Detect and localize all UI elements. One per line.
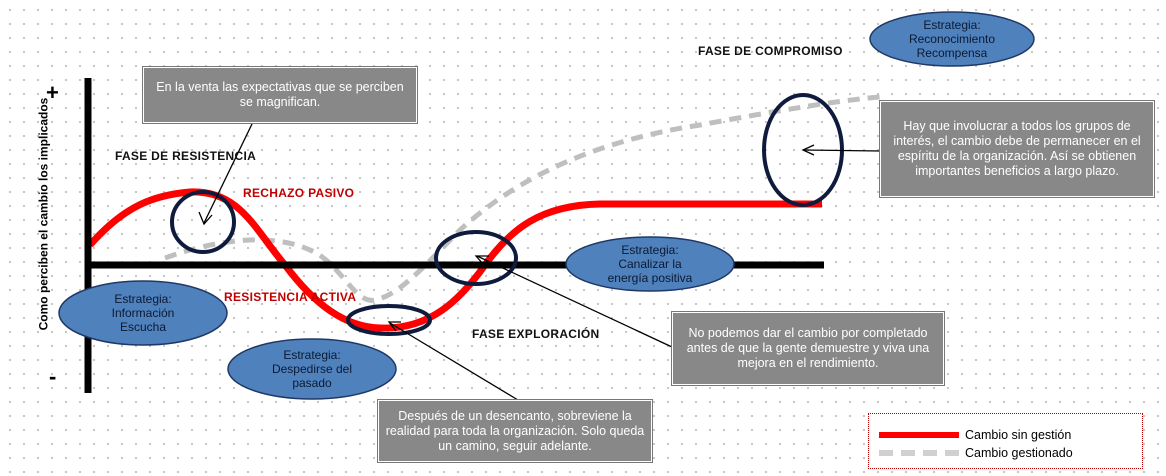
legend-label-gestionado: Cambio gestionado (965, 446, 1073, 460)
note-involucrar: Hay que involucrar a todos los grupos de… (880, 101, 1154, 197)
strategy-despedirse-line3: pasado (292, 376, 332, 390)
phase-compromiso-label: FASE DE COMPROMISO (698, 44, 843, 58)
strategy-informacion-line2: Información (111, 306, 175, 320)
strategy-informacion-line3: Escucha (119, 320, 167, 334)
strategy-reconocimiento-line2: Reconocimiento (908, 32, 996, 46)
strategy-reconocimiento: Estrategia: Reconocimiento Recompensa (870, 12, 1034, 66)
legend-label-sin-gestion: Cambio sin gestión (965, 428, 1072, 442)
strategy-informacion-line1: Estrategia: (114, 292, 172, 306)
strategy-canalizar: Estrategia: Canalizar la energía positiv… (567, 237, 733, 291)
legend-row-sin-gestion: Cambio sin gestión (879, 427, 1139, 443)
note-desencanto: Después de un desencanto, sobreviene la … (378, 400, 652, 462)
note-cambio-completado: No podemos dar el cambio por completado … (672, 312, 944, 385)
axis-plus-sign: + (46, 80, 59, 105)
strategy-ellipse-despedirse (227, 338, 397, 400)
y-axis-label: Como perciben el cambio los implicados (36, 97, 51, 331)
strategy-reconocimiento-line3: Recompensa (916, 46, 988, 60)
strategy-ellipse-informacion (58, 280, 228, 346)
note-desencanto-text: Después de un desencanto, sobreviene la … (385, 408, 645, 453)
strategy-canalizar-line2: Canalizar la (618, 257, 682, 271)
strategy-despedirse-line1: Estrategia: (283, 348, 341, 362)
legend-swatch-sin-gestion (879, 432, 959, 438)
strategy-reconocimiento-line1: Estrategia: (923, 18, 981, 32)
legend-swatch-gestionado (879, 450, 959, 456)
arrow-exploration (476, 255, 673, 348)
managed-change-curve (164, 94, 881, 303)
arrow-disenchantment (389, 322, 519, 401)
callout-arrows (198, 123, 881, 401)
unmanaged-change-curve (87, 188, 822, 332)
ring-expectations (170, 190, 236, 254)
strategy-ellipse-reconocimiento (869, 11, 1035, 67)
strategy-despedirse-line2: Despedirse del (271, 362, 353, 376)
axis-minus-sign: - (49, 364, 57, 389)
arrow-expectations (203, 123, 253, 224)
legend-row-gestionado: Cambio gestionado (879, 445, 1139, 461)
strategy-canalizar-line1: Estrategia: (621, 243, 679, 257)
resistencia-activa-label: RESISTENCIA ACTIVA (224, 290, 357, 304)
strategy-ellipse-canalizar (565, 236, 735, 292)
note-cambio-completado-text: No podemos dar el cambio por completado … (686, 326, 930, 370)
legend: Cambio sin gestión Cambio gestionado (868, 413, 1143, 469)
strategy-canalizar-line3: energía positiva (607, 271, 693, 285)
ring-exploration (434, 230, 518, 286)
arrow-commitment (803, 149, 881, 152)
rechazo-pasivo-label: RECHAZO PASIVO (243, 186, 355, 200)
note-expectativas-text: En la venta las expectativas que se perc… (156, 80, 404, 109)
phase-exploracion-label: FASE EXPLORACIÓN (472, 327, 600, 341)
note-involucrar-text: Hay que involucrar a todos los grupos de… (893, 119, 1141, 178)
strategy-informacion: Estrategia: Información Escucha (60, 282, 226, 344)
strategy-despedirse: Estrategia: Despedirse del pasado (229, 339, 395, 399)
note-expectativas: En la venta las expectativas que se perc… (143, 67, 417, 123)
ring-disenchantment (346, 304, 432, 336)
phase-resistencia-label: FASE DE RESISTENCIA (115, 149, 257, 163)
